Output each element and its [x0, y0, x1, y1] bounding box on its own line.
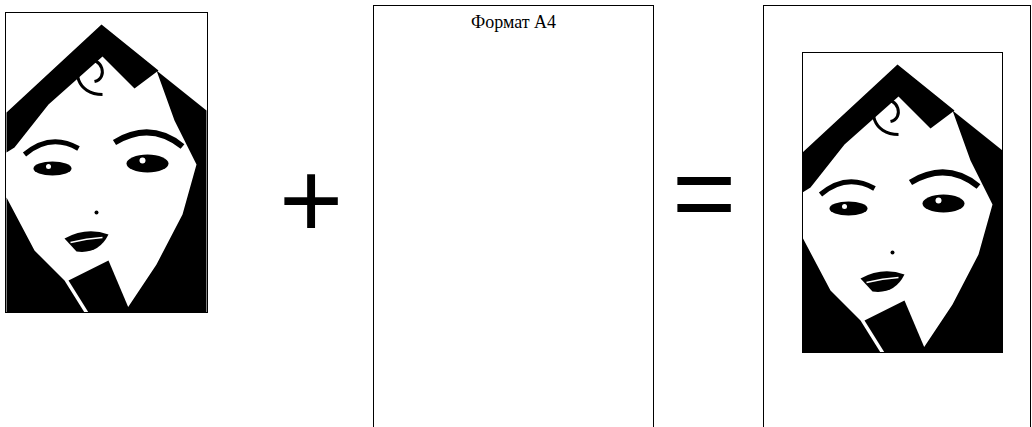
plus-sign: +	[279, 145, 343, 255]
equals-sign: =	[672, 137, 736, 247]
format-label: Формат А4	[374, 6, 653, 34]
result-page	[764, 6, 1031, 427]
portrait-source	[6, 13, 208, 313]
page-box: Формат А4	[373, 5, 654, 427]
